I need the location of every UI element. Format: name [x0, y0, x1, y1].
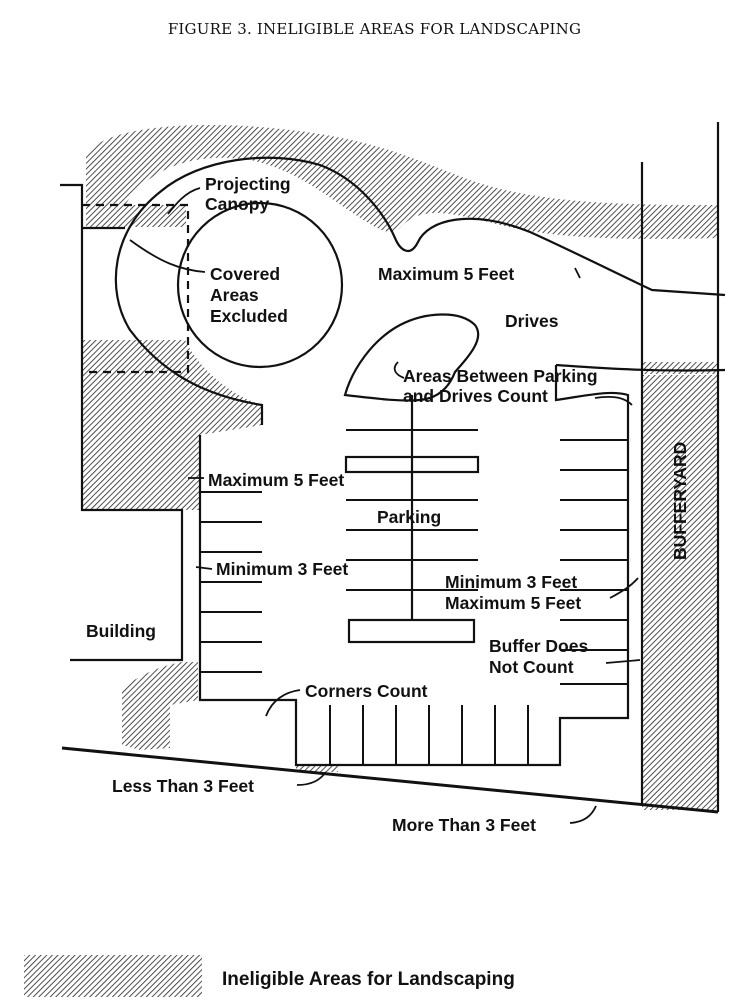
label-buffer-does-not-count-2: Not Count — [489, 657, 574, 677]
label-maximum-5-feet-left: Maximum 5 Feet — [208, 470, 344, 490]
leader-areas-between — [393, 361, 405, 379]
leader-min-3-left — [195, 566, 213, 570]
canopy-outline — [82, 203, 190, 374]
legend-swatch — [24, 955, 202, 997]
covered-area-circle — [176, 201, 344, 369]
label-bufferyard: BUFFERYARD — [670, 442, 690, 560]
street-line — [61, 746, 719, 814]
site-lines — [60, 122, 726, 814]
leader-min-max-right — [609, 577, 639, 599]
parking-lot-outline — [198, 365, 630, 767]
label-buffer-does-not-count-1: Buffer Does — [489, 636, 588, 656]
drive-outline — [114, 156, 726, 425]
label-projecting-canopy-1: Projecting — [205, 174, 291, 194]
parking-island-top — [344, 455, 480, 474]
label-covered-areas-1: Covered — [210, 264, 280, 284]
hatched-bufferyard — [642, 375, 718, 810]
label-covered-areas-3: Excluded — [210, 306, 288, 326]
leader-lines — [129, 187, 641, 824]
label-building: Building — [86, 621, 156, 641]
legend: Ineligible Areas for Landscaping — [24, 955, 515, 997]
leader-areas-between-right — [594, 395, 633, 406]
label-corners-count: Corners Count — [305, 681, 428, 701]
label-minimum-3-feet-left: Minimum 3 Feet — [216, 559, 348, 579]
hatched-left-frontage — [82, 340, 262, 510]
label-areas-between-1: Areas Between Parking — [403, 366, 598, 386]
leader-corners-count — [265, 689, 301, 717]
leader-less-than-3 — [296, 771, 327, 786]
leader-covered-areas — [129, 239, 206, 273]
label-parking: Parking — [377, 507, 441, 527]
drive-lower-boundary — [555, 363, 726, 372]
label-less-than-3-feet: Less Than 3 Feet — [112, 776, 254, 796]
hatched-top-band — [86, 124, 718, 239]
leader-projecting-canopy — [167, 187, 201, 215]
label-areas-between-2: and Drives Count — [403, 386, 548, 406]
label-more-than-3-feet: More Than 3 Feet — [392, 815, 536, 835]
leader-maximum-5-top — [574, 267, 581, 279]
ineligible-areas — [82, 124, 718, 810]
label-maximum-5-feet-top: Maximum 5 Feet — [378, 264, 514, 284]
diagram-labels: Projecting Canopy Covered Areas Excluded… — [86, 174, 690, 835]
leader-more-than-3 — [569, 805, 597, 824]
building-top-wall — [60, 183, 184, 662]
hatched-bottom-left — [122, 662, 198, 750]
label-min-max-right-2: Maximum 5 Feet — [445, 593, 581, 613]
label-projecting-canopy-2: Canopy — [205, 194, 269, 214]
leader-buffer-does-not-count — [605, 659, 641, 664]
parking-stalls — [200, 429, 628, 765]
hatched-bottom-wedge — [296, 765, 338, 772]
landscape-island — [343, 313, 480, 402]
figure-title: FIGURE 3. INELIGIBLE AREAS FOR LANDSCAPI… — [167, 20, 582, 38]
label-covered-areas-2: Areas — [210, 285, 259, 305]
hatched-bufferyard-top — [642, 362, 718, 374]
label-min-max-right-1: Minimum 3 Feet — [445, 572, 577, 592]
legend-label: Ineligible Areas for Landscaping — [222, 969, 515, 990]
label-drives: Drives — [505, 311, 559, 331]
parking-island-bottom — [347, 618, 476, 644]
